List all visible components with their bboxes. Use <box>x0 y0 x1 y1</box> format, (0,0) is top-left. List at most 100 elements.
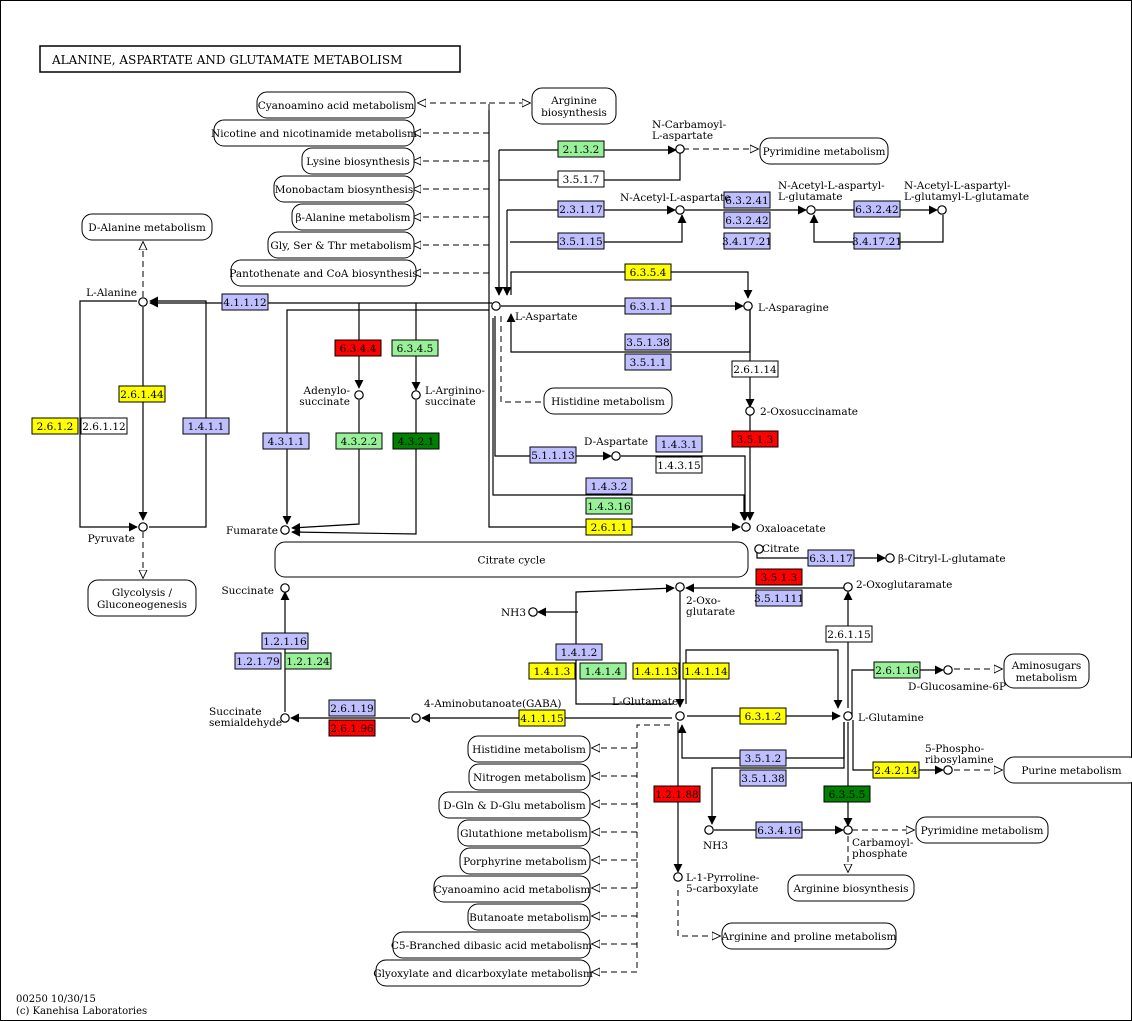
compound-gaba[interactable]: 4-Aminobutanoate(GABA) <box>411 698 562 723</box>
compound-l-asparagine[interactable]: L-Asparagine <box>743 301 829 314</box>
enzyme-2-6-1-15[interactable]: 2.6.1.15 <box>825 625 873 643</box>
enzyme-6-3-4-5[interactable]: 6.3.4.5 <box>391 339 439 357</box>
enzyme-6-3-1-1[interactable]: 6.3.1.1 <box>624 297 672 315</box>
compound-node[interactable] <box>843 582 853 592</box>
enzyme-3-5-1-1[interactable]: 3.5.1.1 <box>624 353 672 371</box>
compound-l-glutamine[interactable]: L-Glutamine <box>843 711 924 724</box>
pathway-d-gln-box[interactable]: D-Gln & D-Glu metabolism <box>438 791 591 819</box>
enzyme-6-3-4-4[interactable]: 6.3.4.4 <box>334 339 382 357</box>
compound-node[interactable] <box>673 872 683 882</box>
pathway-monobactam-box[interactable]: Monobactam biosynthesis <box>273 175 415 203</box>
pathway-d-alanine-box[interactable]: D-Alanine metabolism <box>81 213 213 241</box>
enzyme-3-4-17-21[interactable]: 3.4.17.21 <box>722 232 772 250</box>
enzyme-6-3-1-2[interactable]: 6.3.1.2 <box>739 707 787 725</box>
compound-l-aspartate[interactable]: L-Aspartate <box>491 301 578 323</box>
compound-node[interactable] <box>843 825 853 835</box>
pathway-pantothenate-box[interactable]: Pantothenate and CoA biosynthesis <box>229 259 418 287</box>
compound-nh3-top[interactable]: NH3 <box>501 607 538 619</box>
compound-node[interactable] <box>675 711 685 721</box>
compound-node[interactable] <box>528 607 538 617</box>
compound-node[interactable] <box>491 301 501 311</box>
enzyme-4-1-1-15[interactable]: 4.1.1.15 <box>518 709 566 727</box>
compound-node[interactable] <box>885 553 895 563</box>
pathway-pyrimidine-box[interactable]: Pyrimidine metabolism <box>915 816 1049 844</box>
enzyme-2-6-1-12[interactable]: 2.6.1.12 <box>80 417 128 435</box>
enzyme-1-2-1-88[interactable]: 1.2.1.88 <box>653 785 701 803</box>
enzyme-1-4-1-4[interactable]: 1.4.1.4 <box>579 662 627 680</box>
enzyme-1-2-1-79[interactable]: 1.2.1.79 <box>234 652 282 670</box>
pathway-histidine-top-box[interactable]: Histidine metabolism <box>543 387 673 415</box>
enzyme-1-4-3-16[interactable]: 1.4.3.16 <box>585 497 633 515</box>
compound-d-aspartate[interactable]: D-Aspartate <box>584 436 648 461</box>
pathway-nitrogen-box[interactable]: Nitrogen metabolism <box>468 763 591 791</box>
enzyme-1-4-1-2[interactable]: 1.4.1.2 <box>555 643 603 661</box>
pathway-butanoate-box[interactable]: Butanoate metabolism <box>467 903 591 931</box>
compound-l-alanine[interactable]: L-Alanine <box>86 287 148 307</box>
compound-beta-citryl-l-glutamate[interactable]: β-Citryl-L-glutamate <box>885 553 1006 565</box>
enzyme-1-4-1-13[interactable]: 1.4.1.13 <box>632 662 680 680</box>
enzyme-2-3-1-17[interactable]: 2.3.1.17 <box>557 200 605 218</box>
compound-node[interactable] <box>138 297 148 307</box>
pathway-nicotine-box[interactable]: Nicotine and nicotinamide metabolism <box>211 119 417 147</box>
enzyme-4-3-2-2[interactable]: 4.3.2.2 <box>335 432 383 450</box>
enzyme-1-4-1-1[interactable]: 1.4.1.1 <box>182 417 230 435</box>
enzyme-6-3-2-42[interactable]: 6.3.2.42 <box>723 211 771 229</box>
enzyme-2-6-1-16[interactable]: 2.6.1.16 <box>873 661 921 679</box>
pathway-beta-alanine-box[interactable]: β-Alanine metabolism <box>291 203 415 231</box>
compound-node[interactable] <box>138 522 148 532</box>
compound-d-glucosamine-6p[interactable]: D-Glucosamine-6P <box>908 665 1006 693</box>
enzyme-6-3-2-42[interactable]: 6.3.2.42 <box>853 200 901 218</box>
compound-2-oxoglutarate[interactable]: 2-Oxo-glutarate <box>675 582 735 618</box>
compound-node[interactable] <box>754 544 764 554</box>
pathway-cyanoamino-box[interactable]: Cyanoamino acid metabolism <box>433 875 591 903</box>
enzyme-2-6-1-1[interactable]: 2.6.1.1 <box>585 518 633 536</box>
enzyme-1-2-1-24[interactable]: 1.2.1.24 <box>284 652 332 670</box>
enzyme-2-6-1-2[interactable]: 2.6.1.2 <box>31 417 79 435</box>
compound-node[interactable] <box>943 665 953 675</box>
compound-node[interactable] <box>675 144 685 154</box>
enzyme-2-6-1-44[interactable]: 2.6.1.44 <box>118 385 166 403</box>
pathway-citrate-cycle-box[interactable]: Citrate cycle <box>274 541 749 578</box>
compound-l-argininosuccinate[interactable]: L-Arginino-succinate <box>411 385 486 408</box>
compound-pyruvate[interactable]: Pyruvate <box>88 522 148 545</box>
compound-node[interactable] <box>806 205 816 215</box>
enzyme-1-4-3-15[interactable]: 1.4.3.15 <box>655 456 703 474</box>
enzyme-4-1-1-12[interactable]: 4.1.1.12 <box>221 293 269 311</box>
pathway-pyrimidine-top-box[interactable]: Pyrimidine metabolism <box>759 137 889 165</box>
enzyme-3-5-1-7[interactable]: 3.5.1.7 <box>557 170 605 188</box>
enzyme-5-1-1-13[interactable]: 5.1.1.13 <box>529 446 577 464</box>
compound-node[interactable] <box>280 525 290 535</box>
compound-node[interactable] <box>411 390 421 400</box>
pathway-cyanoamino-top-box[interactable]: Cyanoamino acid metabolism <box>256 91 416 119</box>
compound-nh3-bottom[interactable]: NH3 <box>703 825 728 852</box>
compound-n-acetyl-aspartyl-glutamyl-glutamate[interactable]: N-Acetyl-L-aspartyl-L-glutamyl-L-glutama… <box>904 180 1029 215</box>
compound-l-glutamate[interactable]: L-Glutamate <box>612 696 685 721</box>
enzyme-6-3-1-17[interactable]: 6.3.1.17 <box>807 549 855 567</box>
pathway-glycolysis-box[interactable]: Glycolysis /Gluconeogenesis <box>87 579 197 617</box>
compound-node[interactable] <box>411 713 421 723</box>
compound-adenylosuccinate[interactable]: Adenylo-succinate <box>299 385 364 408</box>
pathway-glyoxylate-box[interactable]: Glyoxylate and dicarboxylate metabolism <box>373 959 593 987</box>
compound-node[interactable] <box>704 825 714 835</box>
enzyme-1-4-3-1[interactable]: 1.4.3.1 <box>655 435 703 453</box>
enzyme-2-6-1-96[interactable]: 2.6.1.96 <box>328 719 376 737</box>
compound-n-carbamoyl-l-aspartate[interactable]: N-Carbamoyl-L-aspartate <box>652 119 727 154</box>
compound-node[interactable] <box>675 205 685 215</box>
compound-node[interactable] <box>280 713 290 723</box>
enzyme-1-4-3-2[interactable]: 1.4.3.2 <box>585 477 633 495</box>
compound-l-1-pyrroline-5-carboxylate[interactable]: L-1-Pyrroline-5-carboxylate <box>673 872 760 895</box>
compound-node[interactable] <box>675 582 685 592</box>
pathway-arginine-proline-box[interactable]: Arginine and proline metabolism <box>720 922 897 950</box>
compound-n-acetyl-aspartyl-glutamate[interactable]: N-Acetyl-L-aspartyl-L-glutamate <box>778 180 885 215</box>
pathway-gly-ser-thr-box[interactable]: Gly, Ser & Thr metabolism <box>267 231 415 259</box>
enzyme-6-3-2-41[interactable]: 6.3.2.41 <box>723 191 771 209</box>
compound-n-acetyl-l-aspartate[interactable]: N-Acetyl-L-aspartate <box>620 192 731 215</box>
compound-node[interactable] <box>354 390 364 400</box>
pathway-glutathione-box[interactable]: Glutathione metabolism <box>457 819 591 847</box>
compound-node[interactable] <box>943 765 953 775</box>
compound-citrate[interactable]: Citrate <box>754 543 800 555</box>
enzyme-3-5-1-2[interactable]: 3.5.1.2 <box>739 749 787 767</box>
pathway-arginine-biosynthesis-box[interactable]: Arginine biosynthesis <box>787 874 915 902</box>
compound-node[interactable] <box>280 583 290 593</box>
